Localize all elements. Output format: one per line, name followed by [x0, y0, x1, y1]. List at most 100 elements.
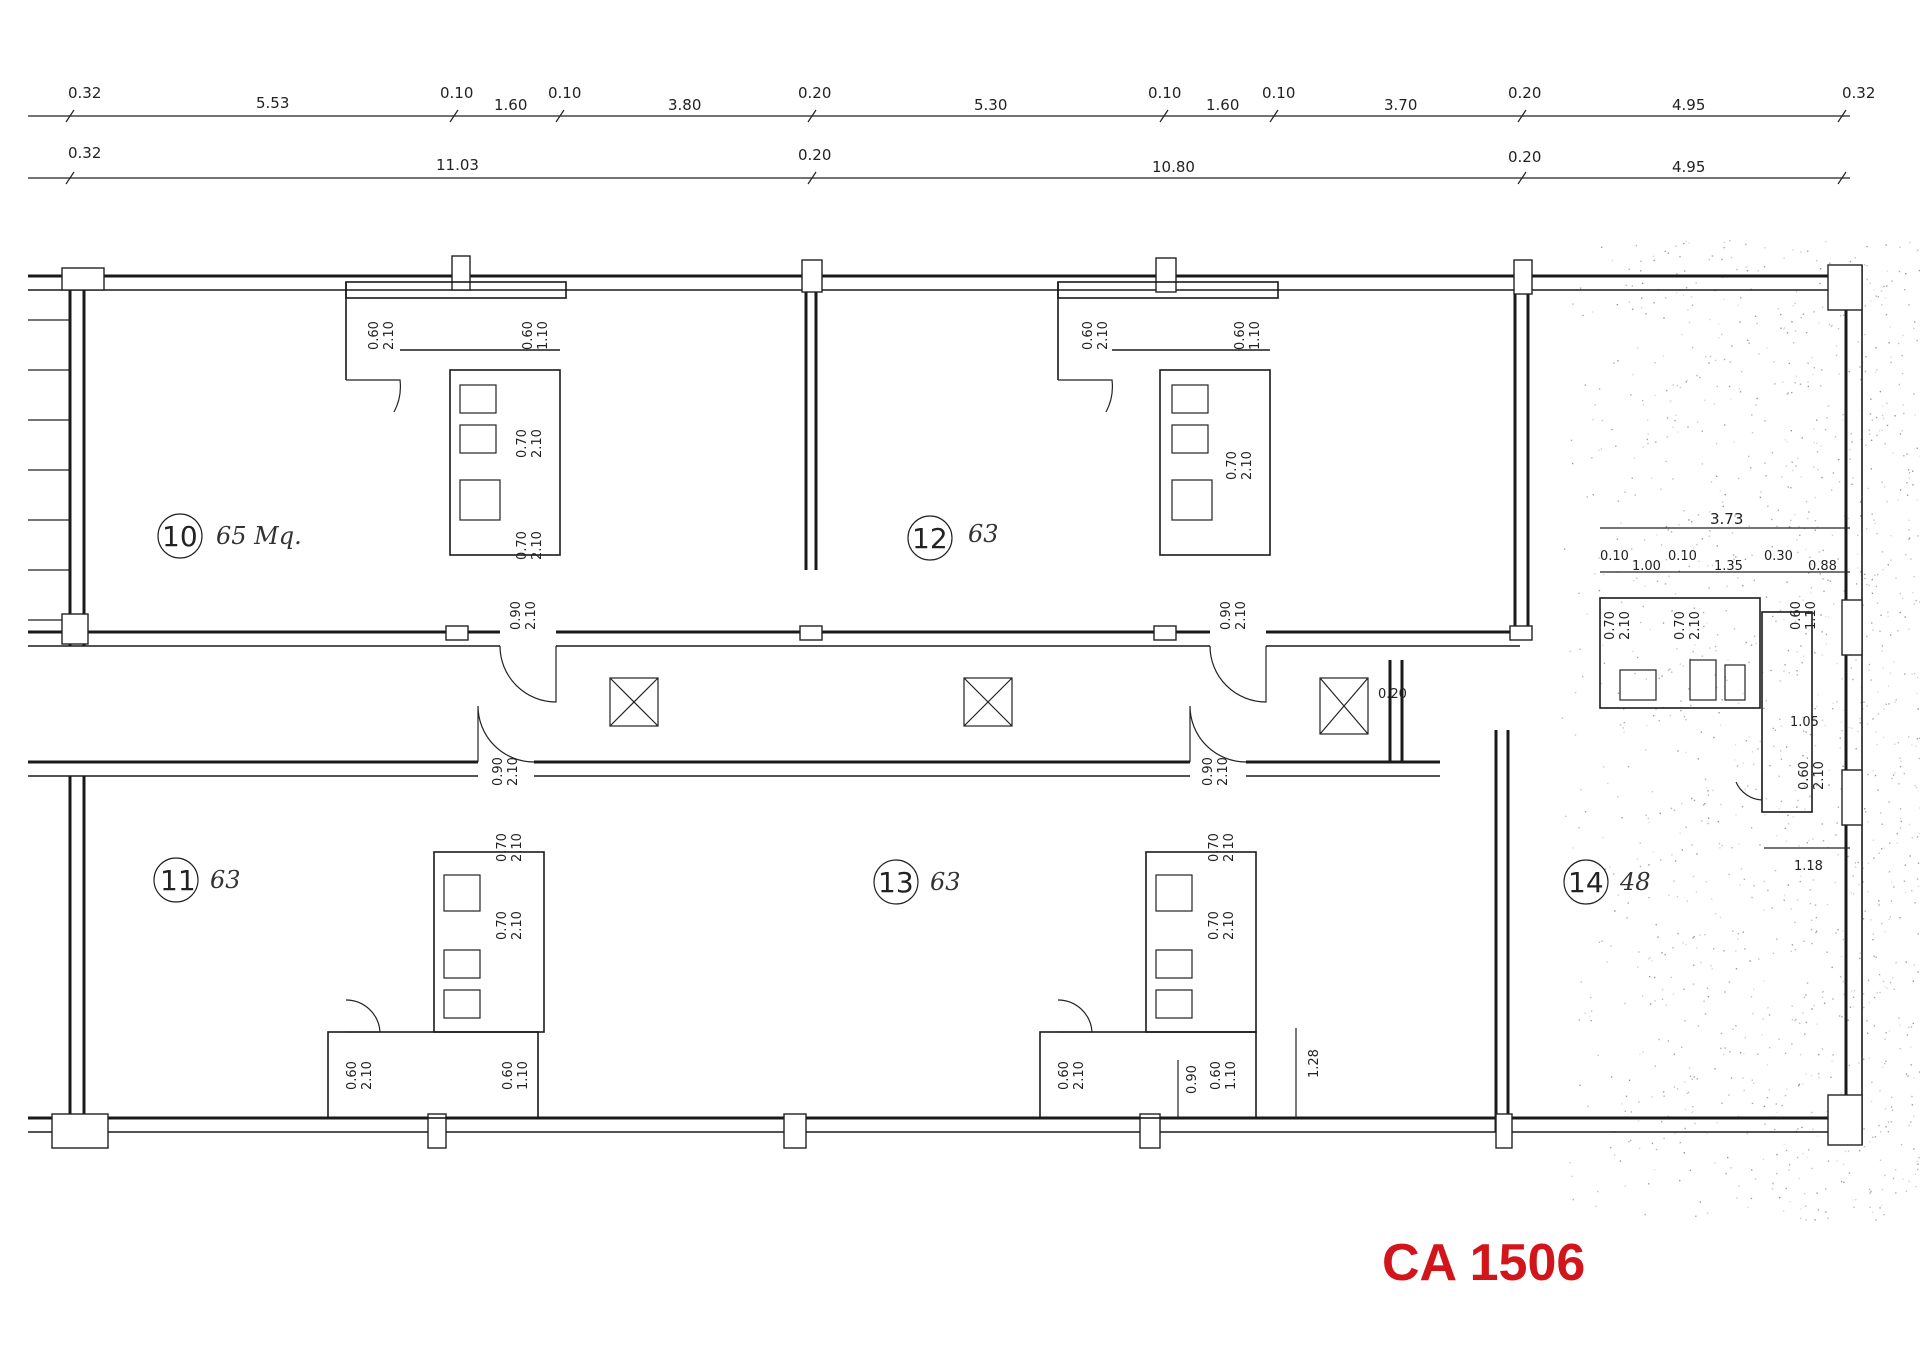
speck	[1691, 1078, 1693, 1080]
speck	[1753, 579, 1755, 582]
speck	[1848, 726, 1851, 729]
dim-0-32-left: 0.32	[68, 84, 101, 102]
speck	[1910, 1121, 1912, 1123]
speck	[1800, 1208, 1802, 1210]
speck	[1880, 1204, 1883, 1207]
speck	[1659, 812, 1661, 815]
speck	[1810, 1074, 1813, 1077]
speck	[1911, 1095, 1913, 1098]
speck	[1780, 800, 1783, 803]
speck	[1750, 467, 1752, 469]
speck	[1777, 509, 1780, 511]
speck	[1707, 790, 1709, 792]
speck	[1903, 880, 1906, 882]
speck	[1899, 1024, 1901, 1027]
speck	[1892, 774, 1895, 776]
speck	[1578, 827, 1580, 829]
speck	[1812, 879, 1815, 881]
speck	[1701, 430, 1703, 432]
speck	[1614, 1154, 1616, 1156]
speck	[1821, 996, 1824, 998]
speck	[1737, 933, 1739, 935]
speck	[1790, 519, 1792, 522]
speck	[1908, 537, 1911, 539]
speck	[1842, 419, 1844, 421]
speck	[1632, 650, 1634, 653]
door-label-w070_h210-3-1: 2.10	[530, 531, 545, 560]
speck	[1709, 530, 1711, 532]
speck	[1836, 662, 1838, 665]
speck	[1690, 704, 1692, 707]
speck	[1839, 737, 1841, 739]
speck	[1676, 896, 1679, 898]
speck	[1888, 918, 1890, 921]
speck	[1686, 900, 1689, 902]
speck	[1673, 1053, 1676, 1055]
dim-tick	[1837, 171, 1847, 185]
speck	[1819, 268, 1822, 270]
dim-side-0-30: 0.30	[1764, 549, 1793, 564]
speck	[1898, 383, 1900, 386]
speck	[1834, 881, 1836, 884]
speck	[1911, 889, 1913, 892]
speck	[1801, 1126, 1803, 1129]
speck	[1850, 667, 1852, 669]
speck	[1904, 616, 1906, 618]
speck	[1813, 428, 1815, 430]
speck	[1814, 496, 1816, 499]
speck	[1862, 708, 1864, 710]
door-label-w060_h110-18-0: 0.60	[1209, 1061, 1224, 1090]
speck	[1746, 265, 1748, 268]
speck	[1884, 986, 1886, 989]
speck	[1724, 1047, 1726, 1049]
speck	[1738, 702, 1740, 705]
speck	[1633, 457, 1636, 459]
speck	[1898, 783, 1900, 785]
speck	[1863, 1128, 1865, 1130]
speck	[1916, 836, 1919, 838]
speck	[1598, 589, 1601, 592]
speck	[1709, 511, 1711, 513]
speck	[1670, 976, 1672, 979]
speck	[1810, 929, 1813, 931]
speck	[1676, 1088, 1679, 1090]
speck	[1724, 424, 1726, 426]
speck	[1899, 592, 1902, 595]
speck	[1750, 1197, 1753, 1200]
speck	[1831, 966, 1833, 969]
speck	[1648, 896, 1650, 899]
speck	[1571, 1175, 1573, 1178]
door-label-w060_h110-1-0: 0.60	[521, 321, 536, 350]
speck	[1598, 557, 1600, 559]
speck	[1716, 545, 1718, 547]
speck	[1751, 432, 1754, 434]
speck	[1619, 1160, 1622, 1162]
speck	[1759, 740, 1761, 743]
speck	[1648, 864, 1650, 866]
dim-side-1-00: 1.00	[1632, 559, 1661, 574]
speck	[1860, 515, 1862, 517]
speck	[1782, 1210, 1785, 1212]
speck	[1772, 952, 1775, 954]
speck	[1776, 1172, 1778, 1175]
speck	[1757, 1053, 1759, 1055]
speck	[1884, 1038, 1886, 1040]
speck	[1597, 1054, 1599, 1056]
speck	[1579, 287, 1582, 289]
dim-3-80: 3.80	[668, 96, 701, 114]
speck	[1565, 815, 1567, 817]
speck	[1784, 1052, 1787, 1054]
speck	[1869, 413, 1872, 415]
speck	[1885, 703, 1887, 705]
speck	[1842, 709, 1844, 712]
speck	[1594, 573, 1596, 575]
speck	[1797, 860, 1800, 862]
speck	[1613, 362, 1615, 364]
speck	[1790, 908, 1792, 910]
speck	[1894, 772, 1896, 774]
speck	[1848, 1172, 1851, 1174]
speck	[1905, 1073, 1908, 1075]
speck	[1908, 1180, 1910, 1183]
speck	[1645, 814, 1647, 817]
speck	[1799, 1022, 1801, 1024]
